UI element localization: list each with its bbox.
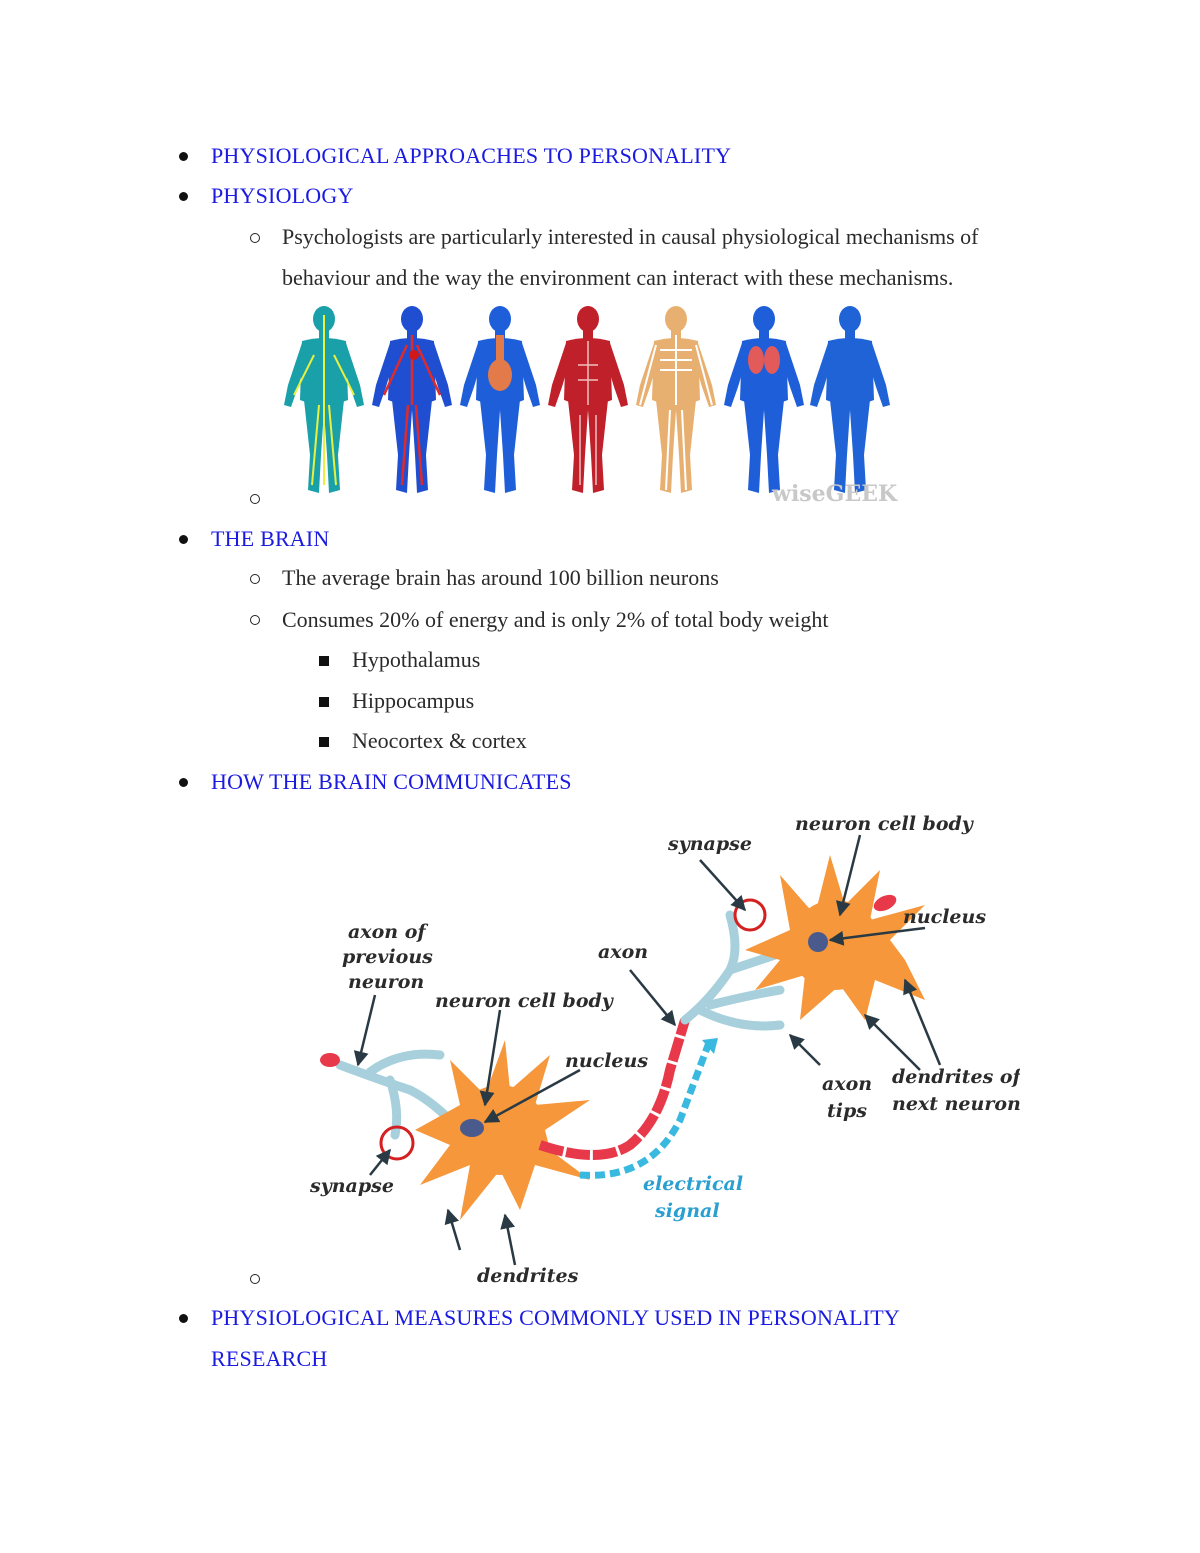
label-axon-previous-2: previous bbox=[342, 946, 433, 968]
body-systems-image: wiseGEEK bbox=[284, 306, 898, 505]
label-synapse-right: synapse bbox=[667, 833, 752, 855]
electrical-signal-arrow bbox=[579, 1038, 714, 1179]
right-nucleus bbox=[808, 932, 828, 952]
circle-bullet-icon bbox=[250, 494, 260, 504]
left-synapse-ring bbox=[379, 1125, 415, 1161]
left-axon-end bbox=[320, 1053, 340, 1067]
label-axon-previous-3: neuron bbox=[348, 971, 424, 993]
bullet-icon bbox=[179, 1314, 188, 1323]
physiology-text-line2: behaviour and the way the environment ca… bbox=[282, 265, 954, 290]
label-axon-tips-1: axon bbox=[822, 1073, 872, 1095]
right-synapse-ring bbox=[733, 898, 767, 932]
bullet-icon bbox=[179, 778, 188, 787]
left-axon-terminals bbox=[335, 1049, 455, 1140]
body-figure-skeletal bbox=[636, 306, 716, 493]
label-axon-previous-1: axon of bbox=[348, 921, 428, 943]
heading-physiology: PHYSIOLOGY bbox=[211, 183, 354, 208]
brain-item-neurons: The average brain has around 100 billion… bbox=[282, 565, 719, 590]
circle-bullet-icon bbox=[250, 615, 260, 625]
heading-physiological-measures-line2: RESEARCH bbox=[211, 1346, 328, 1371]
label-electrical-2: signal bbox=[654, 1200, 720, 1222]
label-nucleus-left: nucleus bbox=[565, 1050, 648, 1072]
body-figure-respiratory bbox=[724, 306, 804, 493]
brain-sub-neocortex: Neocortex & cortex bbox=[352, 728, 527, 753]
brain-sub-hypothalamus: Hypothalamus bbox=[352, 647, 481, 672]
neuron-diagram: axon of previous neuron neuron cell body… bbox=[309, 813, 1020, 1287]
watermark-text: wiseGEEK bbox=[771, 481, 898, 505]
label-cell-body-right: neuron cell body bbox=[795, 813, 975, 835]
body-figure-muscular bbox=[548, 306, 628, 493]
axon-path bbox=[538, 1018, 690, 1160]
heading-the-brain: THE BRAIN bbox=[211, 526, 330, 551]
body-figure-nervous bbox=[284, 306, 364, 493]
label-synapse-left: synapse bbox=[309, 1175, 394, 1197]
right-axon-end bbox=[873, 894, 897, 912]
label-cell-body-left: neuron cell body bbox=[435, 990, 615, 1012]
left-nucleus bbox=[460, 1119, 484, 1137]
brain-item-energy: Consumes 20% of energy and is only 2% of… bbox=[282, 607, 829, 632]
heading-physiological-approaches: PHYSIOLOGICAL APPROACHES TO PERSONALITY bbox=[211, 143, 732, 168]
label-axon-tips-2: tips bbox=[827, 1100, 867, 1122]
label-electrical-1: electrical bbox=[643, 1173, 743, 1195]
square-bullet-icon bbox=[319, 656, 329, 666]
circle-bullet-icon bbox=[250, 574, 260, 584]
label-nucleus-right: nucleus bbox=[903, 906, 986, 928]
square-bullet-icon bbox=[319, 737, 329, 747]
label-dendrites-next-2: next neuron bbox=[892, 1093, 1020, 1115]
circle-bullet-icon bbox=[250, 233, 260, 243]
body-figure-digestive bbox=[460, 306, 540, 493]
bullet-icon bbox=[179, 192, 188, 201]
heading-physiological-measures-line1: PHYSIOLOGICAL MEASURES COMMONLY USED IN … bbox=[211, 1305, 901, 1330]
label-dendrites-next-1: dendrites of bbox=[892, 1066, 1020, 1088]
body-figure-skin bbox=[810, 306, 890, 493]
left-neuron-body bbox=[415, 1040, 590, 1220]
circle-bullet-icon bbox=[250, 1274, 260, 1284]
square-bullet-icon bbox=[319, 697, 329, 707]
body-figure-circulatory bbox=[372, 306, 452, 493]
label-axon: axon bbox=[598, 941, 648, 963]
label-dendrites: dendrites bbox=[477, 1265, 579, 1287]
brain-sub-hippocampus: Hippocampus bbox=[352, 688, 475, 713]
pointer-arrows bbox=[353, 834, 942, 1266]
bullet-icon bbox=[179, 535, 188, 544]
physiology-text-line1: Psychologists are particularly intereste… bbox=[282, 224, 979, 249]
bullet-icon bbox=[179, 152, 188, 161]
heading-how-brain-communicates: HOW THE BRAIN COMMUNICATES bbox=[211, 769, 572, 794]
